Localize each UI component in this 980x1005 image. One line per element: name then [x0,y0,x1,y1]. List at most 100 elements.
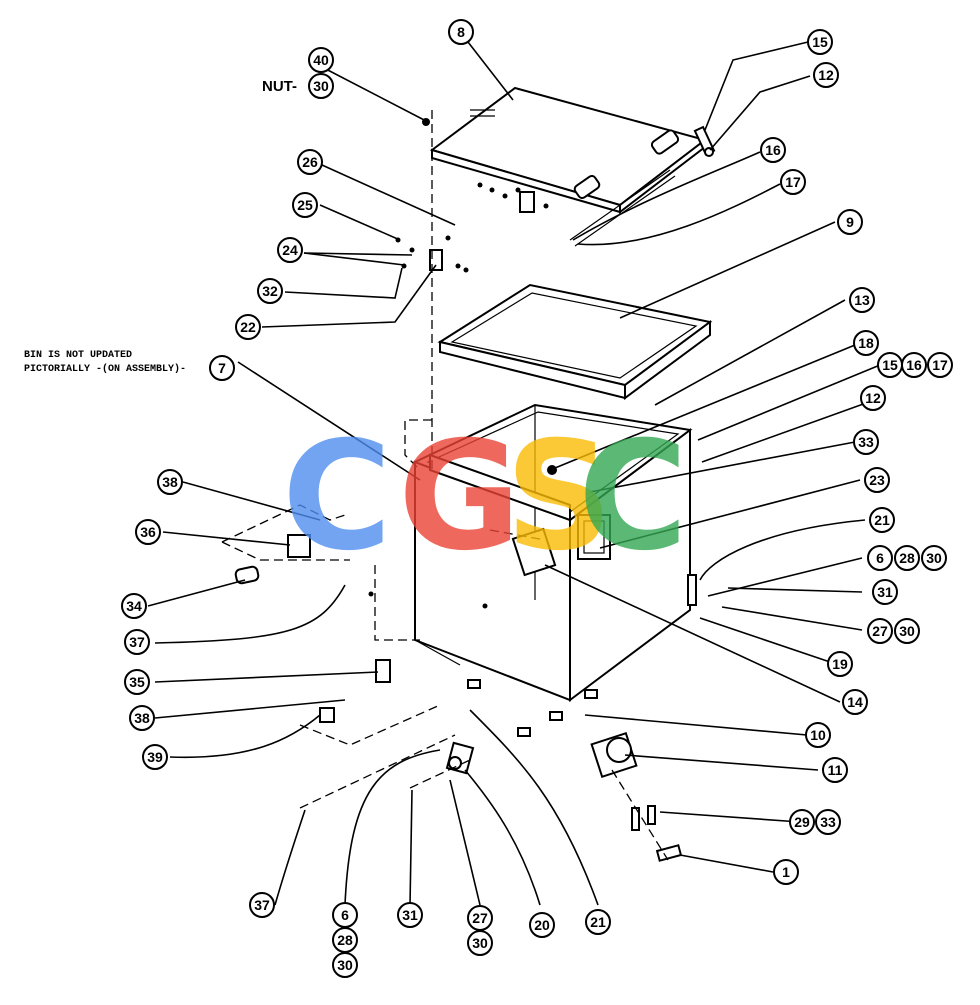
callout-number: 30 [926,550,942,566]
callout-c6b: 6 [867,545,893,571]
callout-number: 10 [810,727,826,743]
callout-circle [807,29,833,55]
callout-c19: 19 [827,651,853,677]
callout-c8: 8 [448,19,474,45]
callout-number: 39 [147,749,163,765]
callout-number: 9 [846,214,854,230]
callout-number: 33 [858,434,874,450]
callout-number: 27 [472,910,488,926]
callout-c37b: 37 [249,892,275,918]
callout-circle [157,469,183,495]
callout-circle [869,507,895,533]
callout-number: 8 [457,24,465,40]
callout-c33b: 33 [815,809,841,835]
callout-bubbles: 1667891011121213141515161617171819202121… [121,19,953,978]
callout-c40: 40 [308,47,334,73]
callout-c9: 9 [837,209,863,235]
callout-number: 16 [765,142,781,158]
callout-c21a: 21 [869,507,895,533]
callout-c6a: 6 [332,902,358,928]
callout-circle [921,545,947,571]
callout-number: 25 [297,197,313,213]
callout-c27b: 27 [467,905,493,931]
assembly-lines [404,110,546,541]
callout-c16b: 16 [901,352,927,378]
callout-c30b: 30 [921,545,947,571]
callout-number: 19 [832,656,848,672]
callout-c26: 26 [297,149,323,175]
callout-circle [867,618,893,644]
callout-number: 38 [134,710,150,726]
callout-circle [142,744,168,770]
callout-circle [789,809,815,835]
callout-circle [849,287,875,313]
callout-circle [209,355,235,381]
callout-c30a: 30 [308,73,334,99]
callout-c1: 1 [773,859,799,885]
callout-number: 24 [282,242,298,258]
callout-circle [894,618,920,644]
callout-number: 31 [877,584,893,600]
callout-number: 36 [140,524,156,540]
callout-c28b: 28 [894,545,920,571]
callout-number: 17 [932,357,948,373]
callout-number: 29 [794,814,810,830]
callout-circle [827,651,853,677]
callout-c18: 18 [853,330,879,356]
callout-number: 27 [872,623,888,639]
callout-circle [927,352,953,378]
callout-number: 20 [534,917,550,933]
leader-lines [147,41,881,906]
callout-circle [842,689,868,715]
callout-c39: 39 [142,744,168,770]
callout-number: 21 [590,914,606,930]
callout-number: 13 [854,292,870,308]
callout-circle [332,952,358,978]
callout-c28a: 28 [332,927,358,953]
callout-number: 21 [874,512,890,528]
callout-circle [853,330,879,356]
callout-number: 1 [782,864,790,880]
callout-c17a: 17 [780,169,806,195]
callout-number: 15 [882,357,898,373]
callout-circle [894,545,920,571]
callout-circle [822,757,848,783]
callout-c22: 22 [235,314,261,340]
callout-circle [121,593,147,619]
tray-part [437,283,713,400]
callout-number: 37 [254,897,270,913]
callout-c24: 24 [277,237,303,263]
hinge-hardware [395,118,469,273]
lid-part [429,86,708,215]
watermark-letter-c1: C [282,410,392,584]
callout-circle [467,930,493,956]
callout-circle [292,192,318,218]
callout-number: 11 [828,762,843,778]
bin-body [368,403,697,737]
callout-number: 28 [899,550,915,566]
callout-c30d: 30 [467,930,493,956]
callout-number: 22 [240,319,256,335]
callout-circle [129,705,155,731]
callout-circle [529,912,555,938]
callout-c25: 25 [292,192,318,218]
callout-circle [249,892,275,918]
callout-number: 7 [218,360,226,376]
callout-number: 6 [876,550,884,566]
callout-circle [860,385,886,411]
callout-circle [760,137,786,163]
callout-number: 17 [785,174,801,190]
callout-c7: 7 [209,355,235,381]
callout-number: 18 [858,335,874,351]
callout-number: 23 [869,472,885,488]
callout-c20: 20 [529,912,555,938]
callout-c12b: 12 [860,385,886,411]
callout-c16a: 16 [760,137,786,163]
callout-circle [448,19,474,45]
callout-c30c: 30 [894,618,920,644]
watermark-logo: C G S C [282,410,688,584]
callout-number: 12 [865,390,881,406]
callout-c33a: 33 [853,429,879,455]
